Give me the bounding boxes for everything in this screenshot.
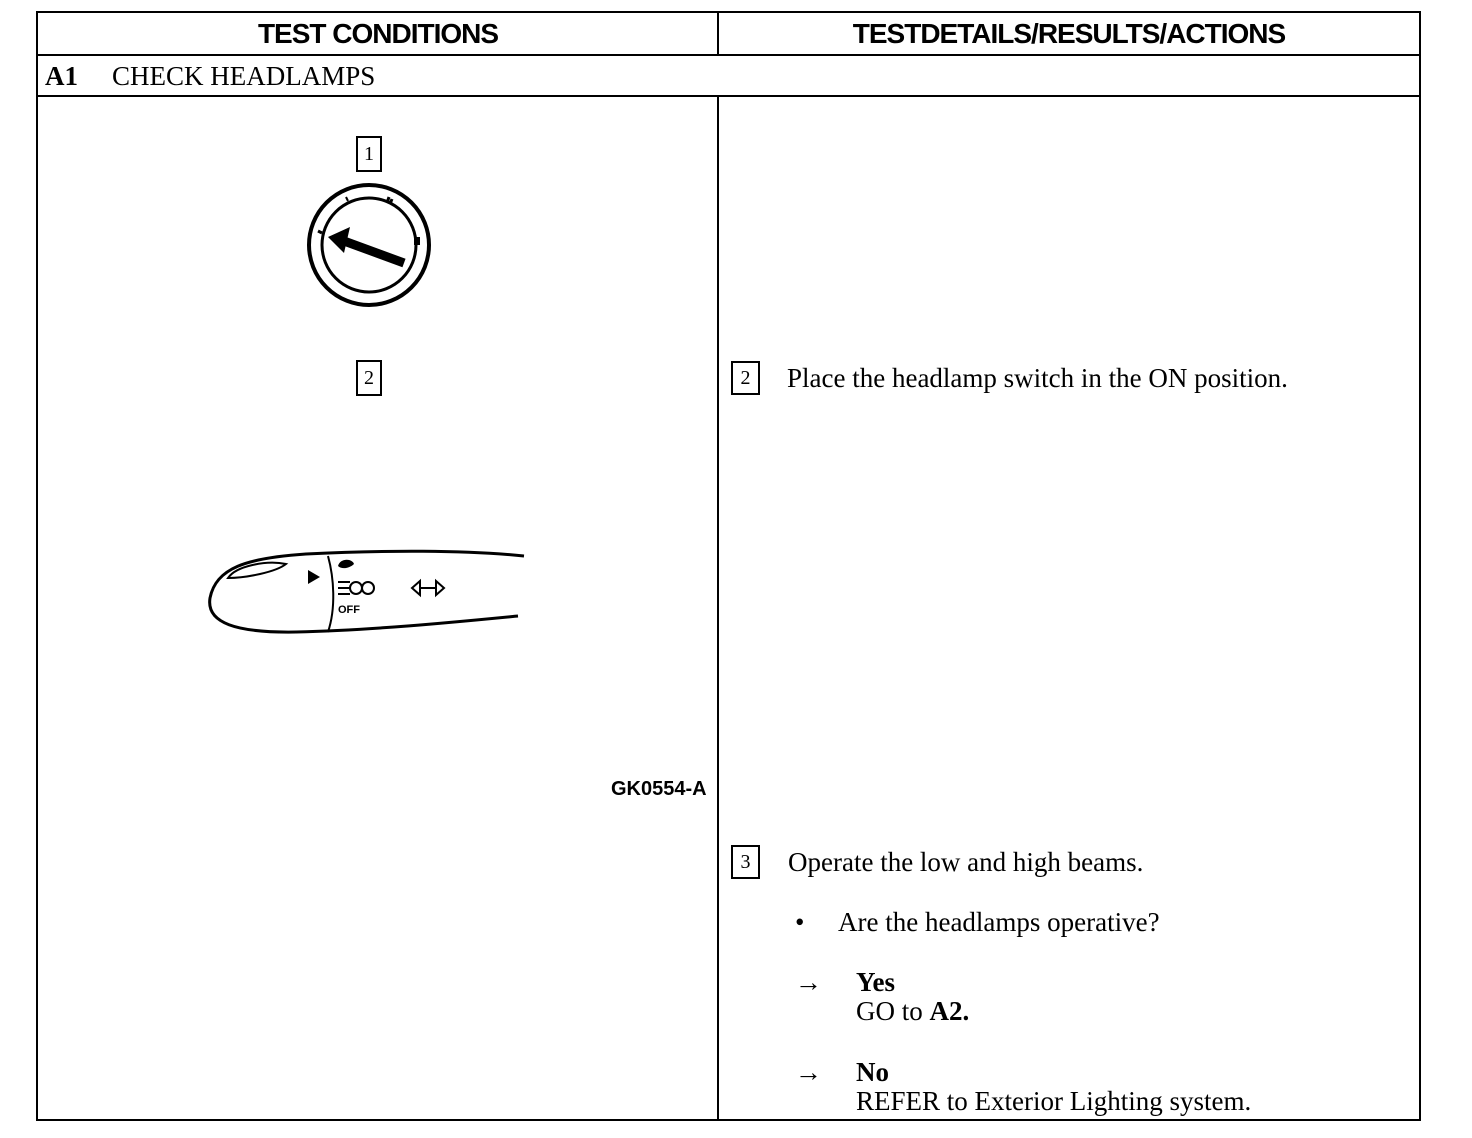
no-answer: No	[856, 1057, 889, 1087]
switch-off-label: OFF	[338, 604, 360, 616]
table-header-row: TEST CONDITIONS TESTDETAILS/RESULTS/ACTI…	[38, 13, 1419, 56]
body-column-divider	[717, 97, 719, 1121]
step-2-box-right: 2	[731, 361, 760, 395]
step-3-question: Are the headlamps operative?	[838, 907, 1160, 937]
section-title-row: A1 CHECK HEADLAMPS	[38, 56, 1419, 97]
yes-answer: Yes	[856, 967, 895, 997]
test-conditions-header: TEST CONDITIONS	[257, 17, 499, 49]
headlamp-stalk-icon	[208, 549, 525, 634]
question-bullet: •	[795, 907, 805, 937]
yes-action: GO to A2.	[856, 996, 969, 1027]
headlamp-stalk-figure: OFF	[206, 548, 526, 638]
ignition-switch-icon	[307, 183, 431, 307]
test-details-header: TESTDETAILS/RESULTS/ACTIONS	[852, 17, 1286, 49]
figure-code: GK0554-A	[611, 778, 707, 800]
diagnostic-table: TEST CONDITIONS TESTDETAILS/RESULTS/ACTI…	[36, 11, 1421, 1121]
step-3-box: 3	[731, 845, 760, 879]
yes-action-suffix: .	[962, 996, 970, 1026]
header-column-divider	[717, 13, 719, 56]
no-action: REFER to Exterior Lighting system.	[856, 1086, 1252, 1116]
step-3-instruction: Operate the low and high beams.	[788, 847, 1144, 877]
step-1-box: 1	[356, 136, 382, 172]
section-id: A1	[45, 61, 78, 91]
no-arrow-icon: →	[795, 1057, 822, 1087]
yes-action-target: A2	[929, 996, 963, 1026]
step-2-box-left: 2	[356, 360, 382, 396]
yes-arrow-icon: →	[795, 967, 822, 997]
step-2-instruction: Place the headlamp switch in the ON posi…	[787, 363, 1288, 393]
yes-action-prefix: GO to	[856, 996, 930, 1026]
section-title: CHECK HEADLAMPS	[112, 61, 376, 91]
